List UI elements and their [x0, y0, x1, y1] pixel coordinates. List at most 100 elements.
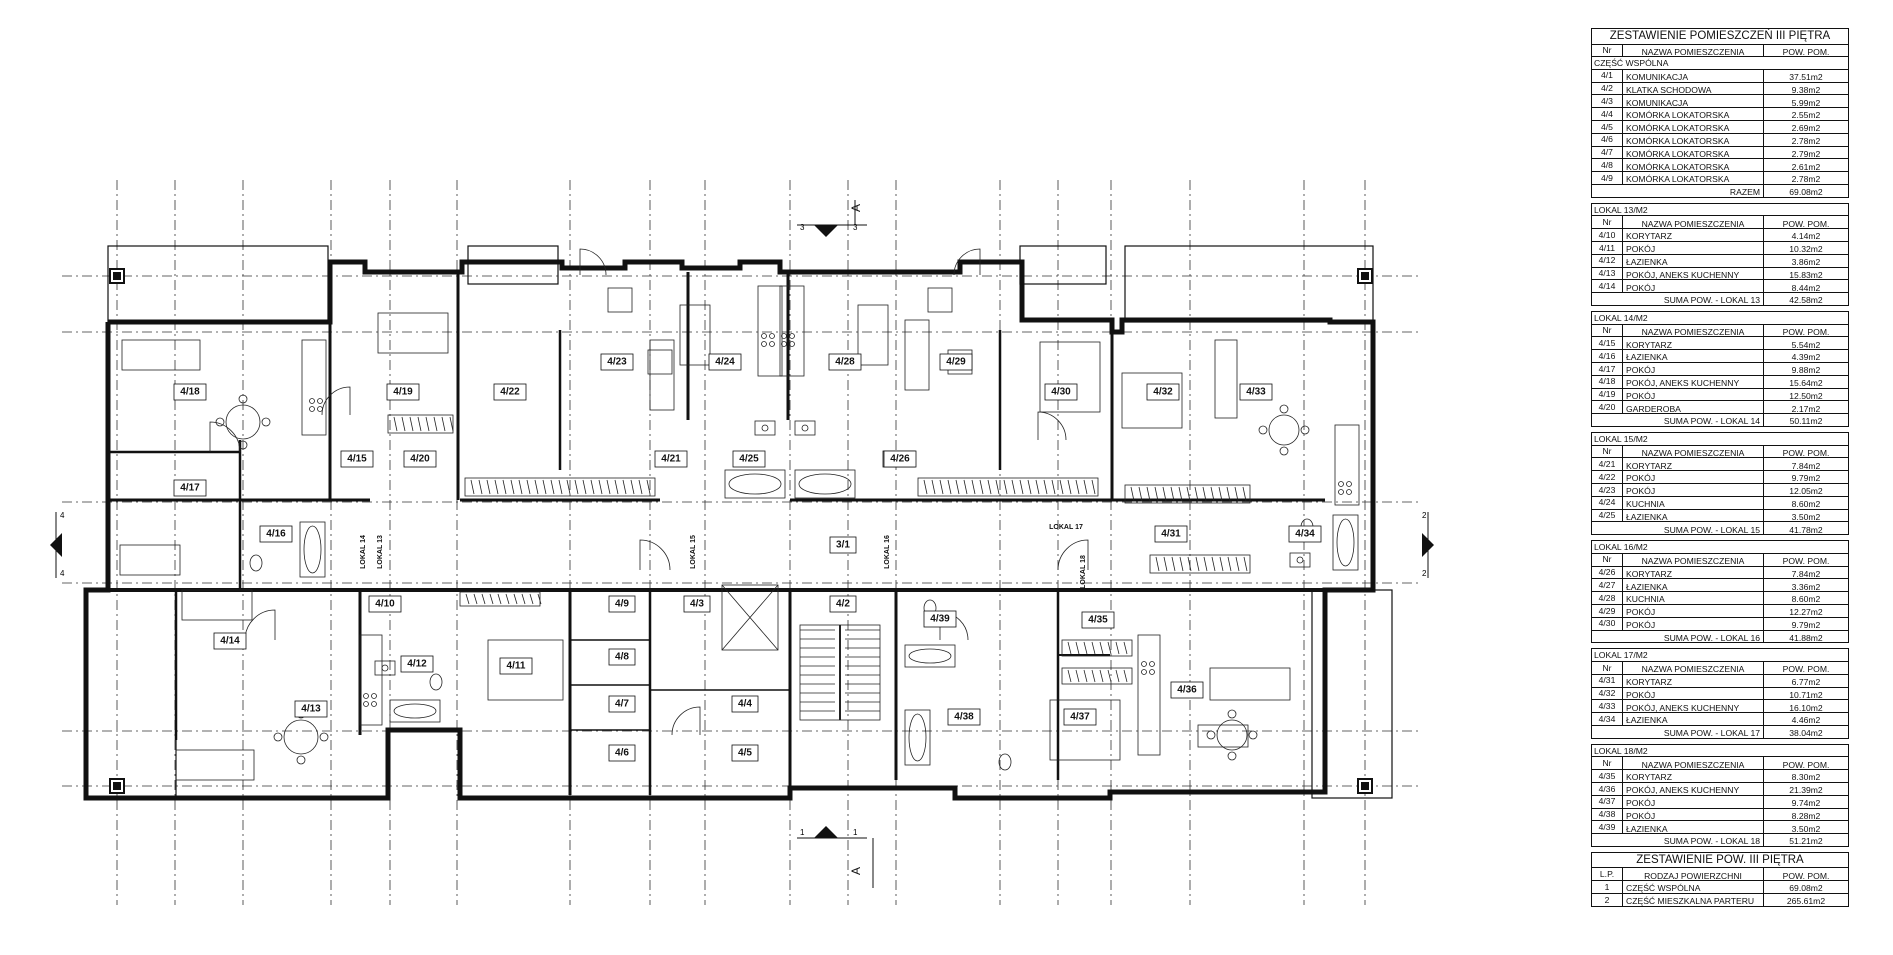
door-swing — [1057, 539, 1089, 571]
cell-name: POKÓJ — [1623, 795, 1764, 808]
room-label-box — [608, 595, 636, 613]
room-label-box — [213, 632, 247, 650]
section-arrow — [814, 225, 838, 237]
cell-area: 8.60m2 — [1791, 594, 1821, 605]
room-label-box — [600, 353, 634, 371]
wardrobe-hanger — [1234, 486, 1239, 502]
wardrobe-hanger — [1027, 479, 1032, 495]
room-label-text: 4/4 — [738, 699, 752, 710]
header-name: NAZWA POMIESZCZENIA — [1623, 216, 1764, 229]
wardrobe-hanger — [1075, 669, 1080, 683]
cell-nr: 4/26 — [1592, 566, 1623, 579]
door-swing — [671, 706, 701, 736]
cell-name: KOMÓRKA LOKATORSKA — [1623, 133, 1764, 146]
hob-burner — [363, 701, 369, 707]
room-label: 4/17 — [173, 479, 207, 497]
header-name: NAZWA POMIESZCZENIA — [1623, 661, 1764, 674]
bathtub — [299, 521, 326, 578]
sink — [794, 420, 816, 436]
wardrobe-hanger — [409, 416, 414, 432]
chair — [1279, 446, 1289, 456]
wardrobe-hanger — [1051, 479, 1056, 495]
room-label: 4/18 — [173, 383, 207, 401]
round-table — [225, 404, 261, 440]
hob-burner — [769, 341, 775, 347]
building-walls — [83, 245, 1393, 801]
cell-nr: 4/12 — [1592, 254, 1623, 267]
cell-nr: 4/32 — [1592, 687, 1623, 700]
wardrobe-hanger — [1067, 669, 1072, 683]
wardrobe-hanger — [1035, 479, 1040, 495]
hob-burner — [781, 341, 787, 347]
wardrobe-hanger — [614, 479, 619, 495]
cell-area: 12.50m2 — [1789, 390, 1823, 401]
wardrobe-hanger — [1115, 641, 1120, 655]
room-label: 4/12 — [400, 655, 434, 673]
room-label-text: 4/20 — [410, 454, 430, 465]
wardrobe-hanger — [1138, 486, 1143, 502]
room-label: 4/21 — [654, 450, 688, 468]
wardrobe-hanger — [566, 479, 571, 495]
wardrobe-hanger — [947, 479, 952, 495]
room-label-text: 4/32 — [1153, 387, 1173, 398]
section-arrow — [814, 826, 838, 838]
room-label-box — [608, 695, 636, 713]
bed — [119, 544, 181, 576]
wardrobe-hanger — [1107, 669, 1112, 683]
room-label-box — [923, 610, 957, 628]
door-swing — [321, 386, 351, 416]
cell-area: 10.32m2 — [1789, 244, 1823, 255]
unit-title: LOKAL 13/M2 — [1592, 204, 1848, 217]
chair — [1227, 709, 1237, 719]
unit-title: LOKAL 16/M2 — [1592, 541, 1848, 554]
cell-name: KORYTARZ — [1623, 674, 1764, 687]
header-nr: Nr — [1592, 445, 1623, 458]
hob-burner — [1338, 481, 1344, 487]
cell-name: POKÓJ — [1623, 242, 1764, 254]
room-label-text: 4/7 — [615, 699, 629, 710]
cell-name: KOMÓRKA LOKATORSKA — [1623, 172, 1764, 185]
cell-name: KLATKA SCHODOWA — [1623, 82, 1764, 95]
wardrobe-hanger — [550, 479, 555, 495]
wardrobe-hanger — [1179, 556, 1184, 572]
room-label-box — [493, 383, 527, 401]
toilet — [429, 673, 443, 691]
cell-name: POKÓJ — [1623, 471, 1764, 483]
cell-nr: 4/35 — [1592, 770, 1623, 782]
wardrobe-hanger — [1075, 641, 1080, 655]
cell-area: 5.99m2 — [1791, 97, 1821, 108]
room-label-text: 4/10 — [375, 599, 395, 610]
cell-nr: 4/11 — [1592, 242, 1623, 254]
sink — [374, 660, 396, 676]
wardrobe — [459, 591, 541, 607]
door-swing — [953, 248, 981, 276]
sum-spacer — [1592, 726, 1622, 738]
cell-name: POKÓJ — [1623, 363, 1764, 375]
wardrobe-hanger — [401, 416, 406, 432]
sum-label: SUMA POW. - LOKAL 17 — [1622, 725, 1764, 738]
room-label: 4/24 — [708, 353, 742, 371]
wardrobe-hanger — [393, 416, 398, 432]
wardrobe-hanger — [441, 416, 446, 432]
dining-table — [857, 304, 889, 366]
room-label: 4/29 — [939, 353, 973, 371]
side-number: 2 — [1422, 569, 1427, 578]
cell-nr: 2 — [1592, 893, 1623, 906]
room-label-box — [400, 655, 434, 673]
